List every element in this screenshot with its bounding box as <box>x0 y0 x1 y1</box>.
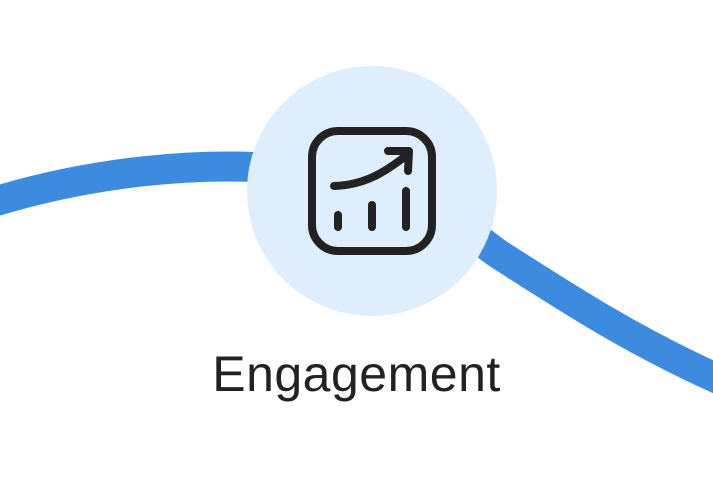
chart-trend-up-icon <box>308 127 436 255</box>
step-node <box>247 66 497 316</box>
step-label: Engagement <box>212 346 501 402</box>
